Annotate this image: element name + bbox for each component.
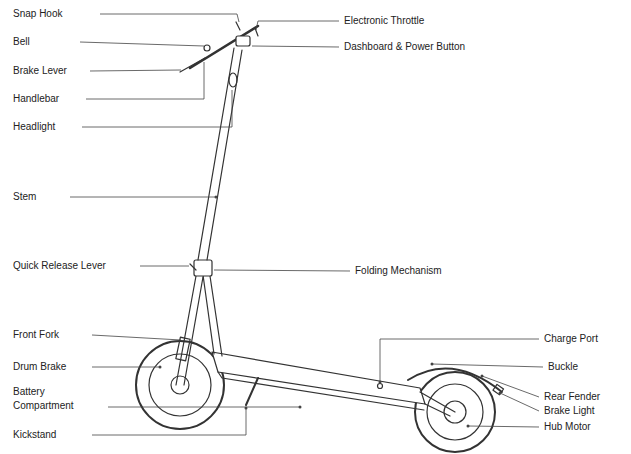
part-label: Drum Brake: [12, 360, 67, 374]
part-label: Brake Lever: [12, 64, 68, 78]
part-label: Charge Port: [543, 332, 599, 346]
part-label: Buckle: [547, 360, 579, 374]
part-label: Handlebar: [12, 92, 60, 106]
part-label: Battery Compartment: [12, 385, 86, 413]
part-label: Stem: [12, 190, 37, 204]
part-label: Hub Motor: [543, 420, 592, 434]
part-label: Dashboard & Power Button: [343, 40, 466, 54]
part-label: Bell: [12, 35, 31, 49]
part-label: Rear Fender: [543, 390, 601, 404]
part-label: Front Fork: [12, 328, 60, 342]
part-label: Folding Mechanism: [354, 264, 443, 278]
part-label: Headlight: [12, 120, 56, 134]
part-label: Snap Hook: [12, 7, 63, 21]
part-label: Electronic Throttle: [343, 14, 425, 28]
part-label: Kickstand: [12, 428, 57, 442]
part-label: Quick Release Lever: [12, 259, 107, 273]
part-label: Brake Light: [543, 404, 596, 418]
